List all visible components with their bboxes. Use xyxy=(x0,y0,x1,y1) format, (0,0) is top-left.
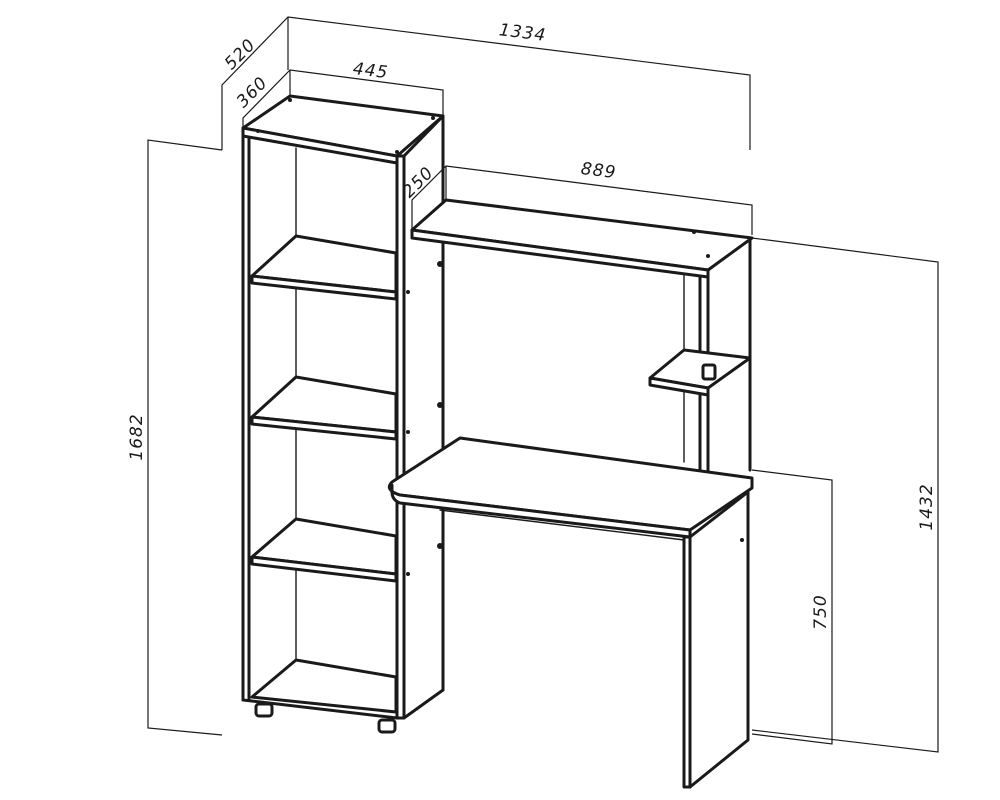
dim-hutch-width: 889 xyxy=(580,159,618,183)
desk xyxy=(387,436,754,789)
desk-right-leg xyxy=(682,535,692,789)
bookcase-right-side xyxy=(395,154,406,720)
dim-total-height: 1682 xyxy=(127,413,147,460)
bookcase-foot-left xyxy=(254,702,274,718)
dim-bookcase-depth: 360 xyxy=(233,73,272,112)
bookcase-shelves xyxy=(250,234,398,714)
dim-total-width: 1334 xyxy=(498,20,547,46)
bookcase-foot-right xyxy=(377,718,397,734)
bookcase xyxy=(241,94,445,734)
dim-bookcase-width: 445 xyxy=(352,59,390,83)
hutch xyxy=(410,198,754,496)
dimension-lines xyxy=(147,16,939,753)
dim-desk-height: 750 xyxy=(811,594,831,629)
dim-total-depth: 520 xyxy=(221,35,260,74)
dim-hutch-height: 1432 xyxy=(917,483,937,530)
